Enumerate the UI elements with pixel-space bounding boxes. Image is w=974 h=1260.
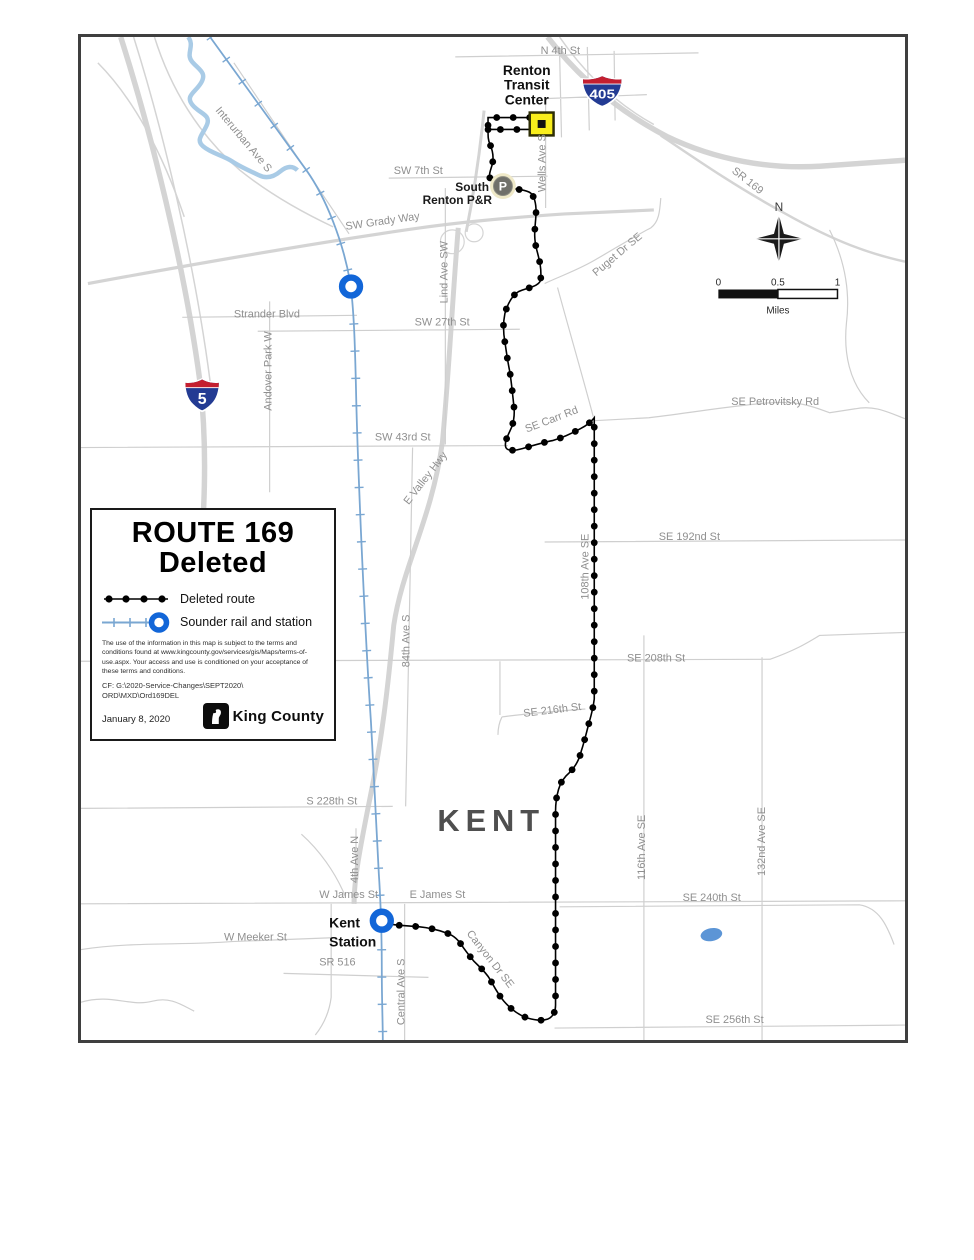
svg-text:N: N: [775, 200, 784, 214]
scale-start: 0: [716, 278, 722, 289]
street-label-wells-ave: Wells Ave S: [537, 134, 549, 192]
legend-panel: ROUTE 169 Deleted Deleted route: [90, 508, 336, 741]
legend-label-sounder: Sounder rail and station: [180, 615, 313, 630]
legend-title-line2: Deleted: [158, 547, 268, 580]
svg-text:Renton P&R: Renton P&R: [423, 193, 493, 207]
legend-footer: January 8, 2020 King County: [102, 703, 324, 730]
freeway-i5-ramp: [132, 37, 211, 382]
street-label-sw-27th: SW 27th St: [415, 316, 470, 328]
scale-bar: 0 0.5 1 Miles: [716, 278, 841, 317]
street-label-116th-ave: 116th Ave SE: [636, 815, 648, 880]
legend-disclaimer: The use of the information in this map i…: [102, 639, 308, 676]
legend-title-line1: ROUTE 169: [131, 517, 295, 549]
freeway-ramp-a: [97, 62, 185, 218]
road-grady-way: [87, 208, 654, 286]
street-label-se-240th: SE 240th St: [683, 892, 741, 904]
street-label-w-james: W James St: [319, 889, 378, 901]
street-label-4th-ave-n: 4th Ave N: [349, 836, 361, 883]
renton-transit-center-label: Renton Transit Center: [503, 62, 551, 108]
king-county-wordmark: King County: [232, 707, 324, 725]
svg-text:Kent: Kent: [329, 915, 360, 931]
legend-item-sounder: Sounder rail and station: [102, 611, 324, 634]
legend-cf-line2: ORD\MXD\Ord169DEL: [102, 690, 180, 700]
street-label-e-james: E James St: [410, 889, 466, 901]
park-ride-p-glyph: P: [499, 180, 507, 194]
street-label-se-216th: SE 216th St: [523, 701, 582, 720]
street-label-sw-7th: SW 7th St: [394, 165, 443, 177]
i405-shield-icon: 405: [581, 74, 624, 108]
scale-mid: 0.5: [771, 278, 785, 289]
street-label-carr-rd: SE Carr Rd: [524, 404, 580, 435]
street-label-n-4th: N 4th St: [541, 45, 580, 57]
street-label-se-192nd: SE 192nd St: [659, 531, 720, 543]
road-sr169: [660, 134, 905, 263]
svg-text:Station: Station: [329, 934, 376, 950]
street-label-se-256th: SE 256th St: [705, 1014, 763, 1026]
kent-station-label: Kent Station: [329, 915, 376, 950]
south-renton-park-ride-marker: P: [490, 173, 516, 200]
street-label-e-valley-hwy: E Valley Hwy: [402, 449, 451, 507]
street-label-sr516: SR 516: [319, 956, 355, 968]
deleted-route-sample-icon: [104, 595, 168, 603]
road-rainier: [464, 110, 486, 233]
i5-shield-number: 5: [198, 391, 207, 408]
street-label-sw-43rd: SW 43rd St: [375, 432, 431, 444]
svg-text:South: South: [455, 180, 489, 194]
i405-shield-number: 405: [589, 88, 615, 103]
city-label-kent: KENT: [437, 803, 545, 838]
i5-shield-icon: 5: [183, 377, 221, 413]
legend-item-deleted-route: Deleted route: [102, 588, 324, 611]
river: [186, 37, 300, 180]
svg-text:Center: Center: [505, 92, 550, 108]
street-label-central-ave: Central Ave S: [396, 959, 408, 1026]
street-label-petrovitsky: SE Petrovitsky Rd: [731, 396, 819, 408]
deleted-route: [385, 114, 598, 1024]
street-label-108th-ave: 108th Ave SE: [579, 534, 591, 600]
sounder-station-kent: [369, 908, 394, 933]
street-label-interurban: Interurban Ave S: [213, 105, 274, 175]
freeway-lines: [87, 37, 905, 904]
street-label-s-228th: S 228th St: [306, 795, 357, 807]
freeway-sr167: [351, 227, 461, 904]
route-dots: [385, 114, 598, 1024]
scale-unit: Miles: [766, 305, 789, 316]
legend-cf-line1: CF: G:\2020-Service-Changes\SEPT2020\: [102, 680, 244, 690]
street-label-andover-park: Andover Park W: [263, 331, 275, 411]
scale-end: 1: [835, 278, 841, 289]
legend-cf-reference: CF: G:\2020-Service-Changes\SEPT2020\ OR…: [102, 681, 324, 701]
legend-label-deleted-route: Deleted route: [180, 592, 256, 607]
legend-date: January 8, 2020: [102, 714, 171, 726]
street-label-lind-ave: Lind Ave SW: [438, 240, 450, 303]
sounder-sample-icon: [102, 612, 170, 633]
interchange-loop-2: [464, 223, 484, 243]
lake: [700, 927, 723, 942]
sounder-station-tukwila: [338, 274, 364, 299]
svg-text:Renton: Renton: [503, 62, 551, 78]
south-renton-pr-label: South Renton P&R: [423, 180, 493, 207]
street-label-strander: Strander Blvd: [234, 308, 300, 320]
svg-text:Transit: Transit: [504, 77, 550, 93]
freeway-i405: [545, 37, 905, 170]
renton-transit-center-marker: [528, 111, 555, 137]
king-county-logo-icon: [202, 703, 229, 730]
compass-rose-icon: N: [755, 200, 803, 263]
route-line: [388, 116, 596, 1022]
street-label-meeker: W Meeker St: [224, 932, 287, 944]
street-label-puget-dr: Puget Dr SE: [590, 231, 644, 279]
freeway-ramp-b: [153, 37, 334, 228]
interchange-loop-1: [439, 229, 465, 255]
street-label-84th-ave: 84th Ave S: [401, 615, 413, 668]
street-label-se-208th: SE 208th St: [627, 652, 685, 664]
street-label-132nd-ave: 132nd Ave SE: [756, 807, 768, 876]
